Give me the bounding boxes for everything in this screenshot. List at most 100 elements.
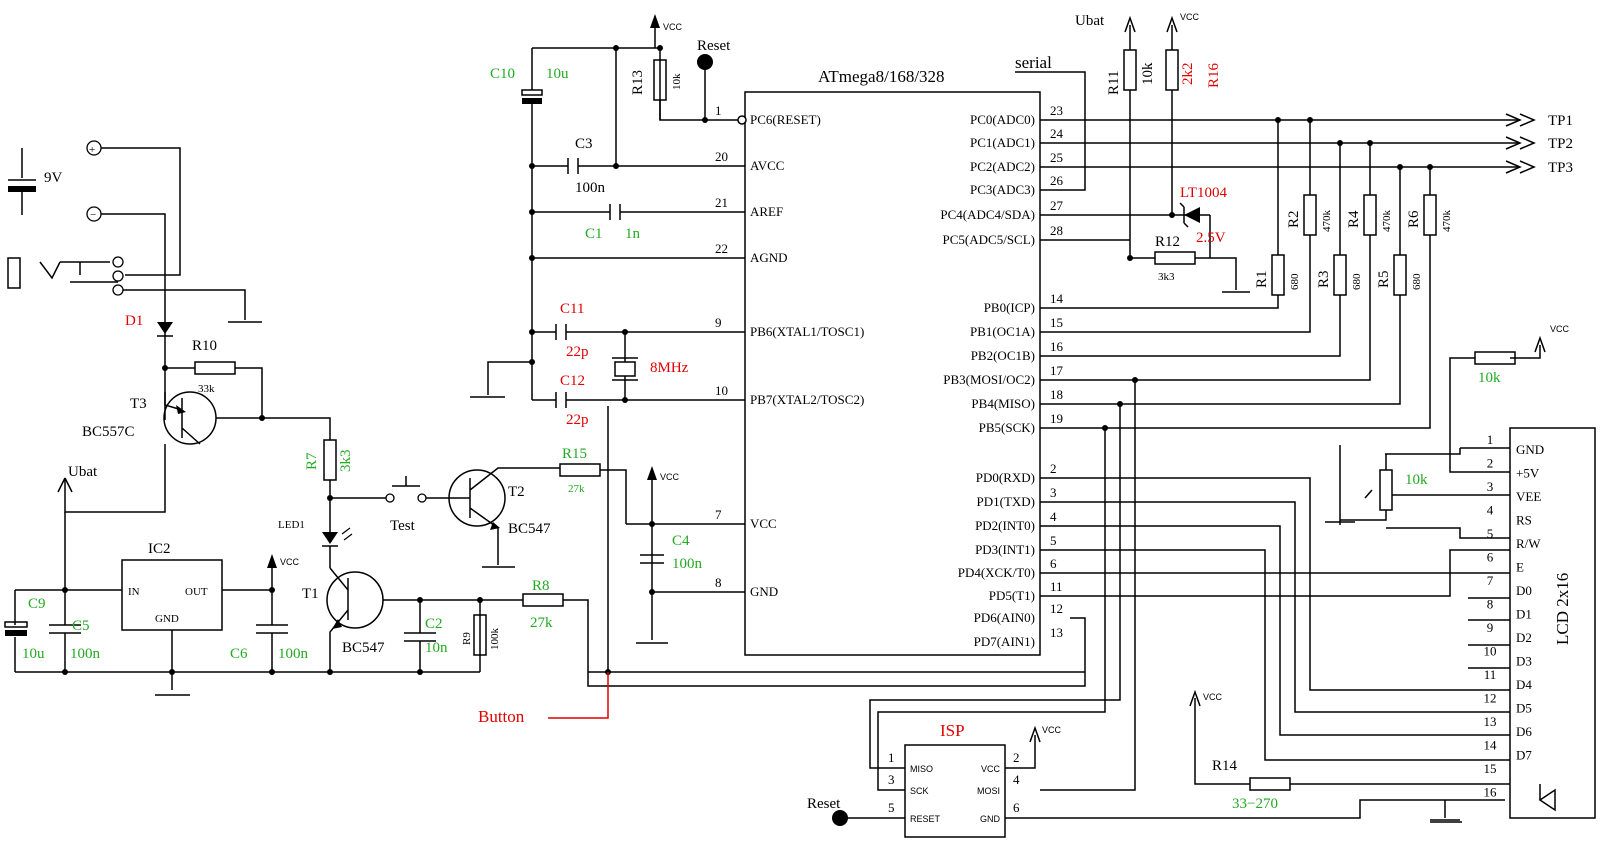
r11-value: 10k xyxy=(1140,62,1156,85)
wires-left xyxy=(470,14,747,644)
r3-value: 680 xyxy=(1351,273,1363,290)
r10-label: R10 xyxy=(192,338,217,354)
c5-label: C5 xyxy=(72,618,90,634)
mcu-pin-name: PC5(ADC5/SCL) xyxy=(943,232,1035,247)
lcd-pin-name: E xyxy=(1516,560,1524,575)
r1-value: 680 xyxy=(1289,273,1301,290)
vcc-label: VCC xyxy=(1550,324,1570,334)
mcu-pin-name: PD1(TXD) xyxy=(977,494,1036,509)
isp-pin-number: 2 xyxy=(1013,750,1020,765)
lcd-pin-name: D0 xyxy=(1516,583,1532,598)
r6-label: R6 xyxy=(1406,210,1422,228)
r13-label: R13 xyxy=(630,70,646,95)
lcd-pin-name: D2 xyxy=(1516,630,1532,645)
mcu-pin-number: 4 xyxy=(1050,509,1057,524)
isp-pin-name: MISO xyxy=(910,764,933,774)
tp3-label: TP3 xyxy=(1548,160,1573,176)
isp-pin-name: GND xyxy=(980,814,1001,824)
isp-title: ISP xyxy=(940,721,965,740)
lcd-pin-number: 15 xyxy=(1484,761,1497,776)
mcu-pin-number: 24 xyxy=(1050,126,1064,141)
lcd-pin-name: RS xyxy=(1516,513,1532,528)
ic2-in: IN xyxy=(128,586,140,598)
mcu-pin-number: 12 xyxy=(1050,601,1063,616)
ubat-label: Ubat xyxy=(1075,13,1105,29)
lcd-body xyxy=(1509,427,1596,819)
isp-pin-number: 5 xyxy=(888,800,895,815)
button-label: Button xyxy=(478,707,525,726)
lcd-module: LCD 2x16 1GND2+5V3VEE4RS5R/W6E7D08D19D21… xyxy=(1484,427,1596,819)
lcd-name: LCD 2x16 xyxy=(1553,573,1572,645)
tp1-label: TP1 xyxy=(1548,113,1573,129)
r1-label: R1 xyxy=(1254,270,1270,288)
lcd-pin-number: 13 xyxy=(1484,714,1497,729)
c12-value: 22p xyxy=(566,412,589,428)
lcd-pin-name: D5 xyxy=(1516,701,1532,716)
mcu-pin-name: PD0(RXD) xyxy=(976,470,1035,485)
mcu-pin-name: PD6(AIN0) xyxy=(974,610,1035,625)
r2-label: R2 xyxy=(1286,210,1302,228)
mcu-pin-name: PC0(ADC0) xyxy=(970,112,1035,127)
lcd-pin-number: 9 xyxy=(1487,620,1494,635)
mcu-pin-name: PB6(XTAL1/TOSC1) xyxy=(750,324,864,339)
r12-label: R12 xyxy=(1155,234,1180,250)
mcu-pin-name: PD4(XCK/T0) xyxy=(958,565,1035,580)
wires-right xyxy=(832,15,1556,826)
pot-value: 10k xyxy=(1405,472,1428,488)
t2-part: BC547 xyxy=(508,521,551,537)
ic2-gnd: GND xyxy=(155,613,179,625)
isp-pin-number: 3 xyxy=(888,772,895,787)
vcc-label: VCC xyxy=(1042,725,1062,735)
mcu-pin-name: AVCC xyxy=(750,158,784,173)
mcu-pin-number: 19 xyxy=(1050,411,1063,426)
r4-value: 470k xyxy=(1381,210,1393,233)
c12-label: C12 xyxy=(560,373,585,389)
mcu-pin-number: 15 xyxy=(1050,315,1063,330)
mcu-pin-number: 22 xyxy=(715,241,728,256)
test-label: Test xyxy=(390,518,416,534)
lcd-pin-number: 14 xyxy=(1484,738,1498,753)
vcc-label: VCC xyxy=(1203,692,1223,702)
mcu-pin-number: 10 xyxy=(715,383,728,398)
mcu-pin-number: 20 xyxy=(715,149,728,164)
r15-value: 27k xyxy=(568,483,585,495)
mcu-pin-number: 6 xyxy=(1050,556,1057,571)
r5-value: 680 xyxy=(1411,273,1423,290)
lcd-pin-name: D3 xyxy=(1516,654,1532,669)
mcu-pin-name: PD2(INT0) xyxy=(975,518,1035,533)
mcu-pin-number: 2 xyxy=(1050,461,1057,476)
r14-label: R14 xyxy=(1212,758,1238,774)
lcd-pin-number: 4 xyxy=(1487,503,1494,518)
lcd-pin-name: D1 xyxy=(1516,607,1532,622)
tp2-label: TP2 xyxy=(1548,136,1573,152)
c1-label: C1 xyxy=(585,226,603,242)
lcd-pin-name: R/W xyxy=(1516,536,1541,551)
r2-value: 470k xyxy=(1321,210,1333,233)
r11-label: R11 xyxy=(1106,71,1122,95)
c6-label: C6 xyxy=(230,646,248,662)
lcd-pin-name: D7 xyxy=(1516,748,1532,763)
r9-label: R9 xyxy=(461,632,473,645)
d1-label: D1 xyxy=(125,313,143,329)
mcu-pin-number: 16 xyxy=(1050,339,1064,354)
lcd-pin-name: VEE xyxy=(1516,489,1541,504)
c1-value: 1n xyxy=(625,226,641,242)
mcu-pin-number: 8 xyxy=(715,575,722,590)
mcu-pin-name: PD5(T1) xyxy=(989,588,1035,603)
vcc-label: VCC xyxy=(1180,12,1200,22)
c10-label: C10 xyxy=(490,66,515,82)
r13-value: 10k xyxy=(671,73,683,90)
lcd-pin-number: 10 xyxy=(1484,644,1497,659)
r8-value: 27k xyxy=(530,615,553,631)
lcd-pin-name: D6 xyxy=(1516,724,1532,739)
c10-value: 10u xyxy=(546,66,569,82)
mcu-pin-number: 9 xyxy=(715,315,722,330)
r16-label: R16 xyxy=(1206,62,1222,88)
power-section xyxy=(4,140,1086,719)
isp-pin-number: 4 xyxy=(1013,772,1020,787)
vcc-label: VCC xyxy=(660,472,680,482)
serial-label: serial xyxy=(1015,53,1052,72)
mcu-left-pins: 1PC6(RESET)20AVCC21AREF22AGND9PB6(XTAL1/… xyxy=(715,103,864,599)
